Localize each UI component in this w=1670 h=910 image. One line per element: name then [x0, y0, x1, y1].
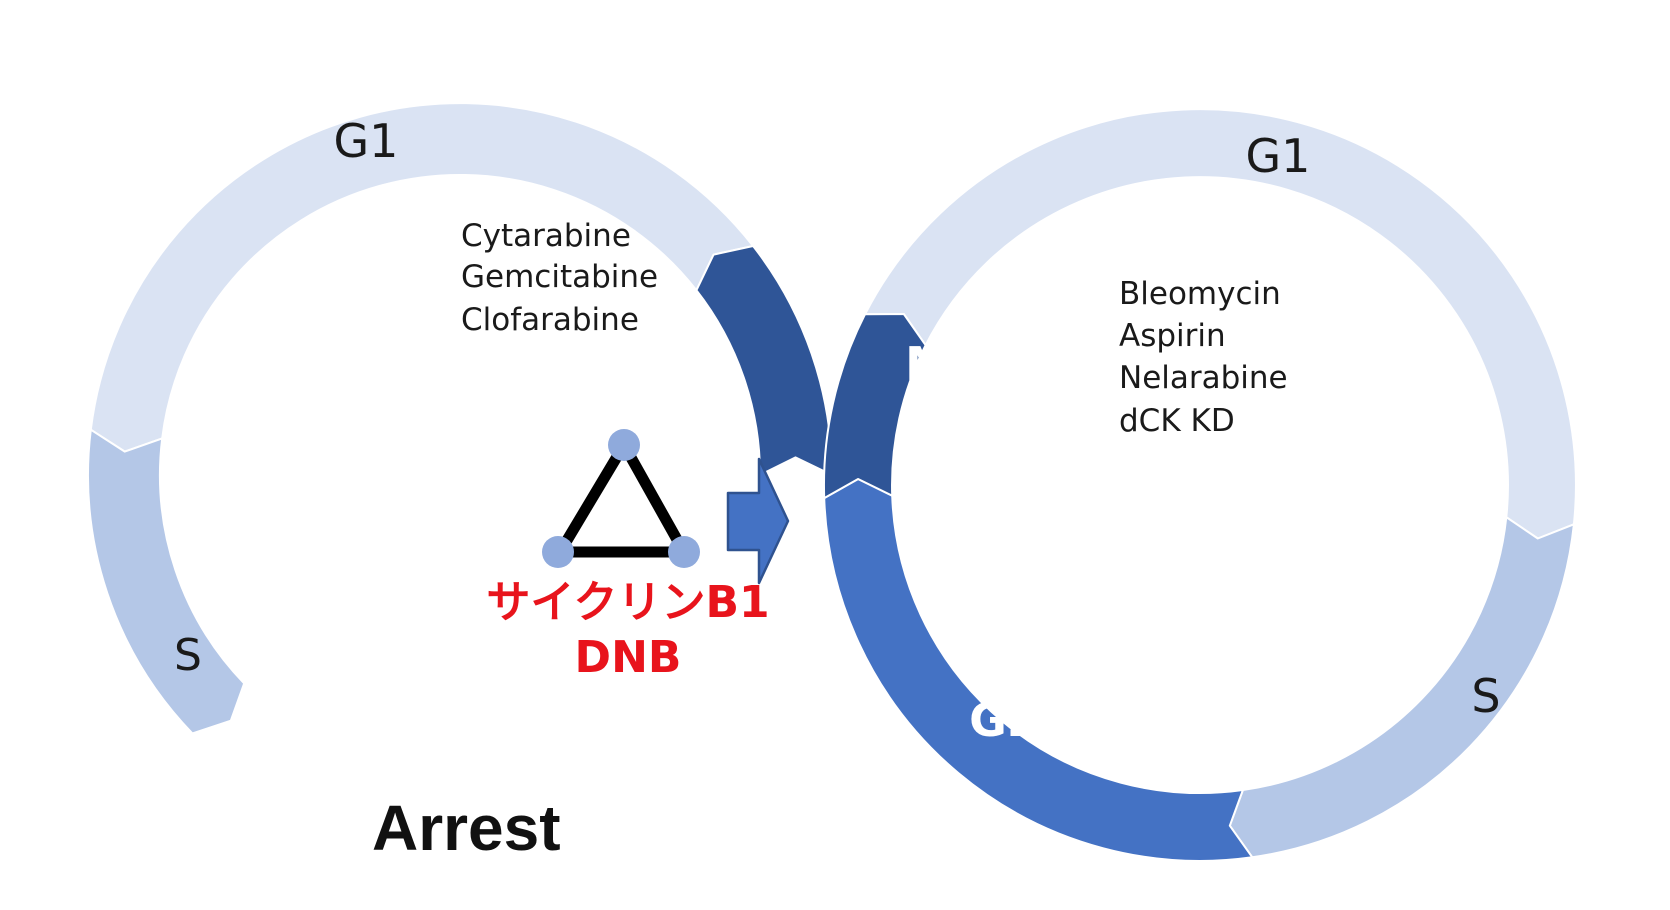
right-drug-list: Bleomycin Aspirin Nelarabine dCK KD [1119, 276, 1288, 439]
right-g2-segment [823, 478, 1254, 862]
left-cell-cycle [87, 102, 833, 735]
network-node [608, 429, 640, 461]
drug-item: Bleomycin [1119, 276, 1281, 312]
dnb-label-line2: DNB [575, 632, 682, 683]
network-node [668, 536, 700, 568]
right-arrow-icon [726, 457, 790, 585]
drug-item: Nelarabine [1119, 360, 1288, 396]
arrest-label: Arrest [372, 792, 561, 864]
drug-item: dCK KD [1119, 403, 1235, 439]
left-drug-list: Cytarabine Gemcitabine Clofarabine [461, 218, 658, 338]
right-s-label: S [1471, 669, 1500, 723]
right-m-label: M [905, 337, 951, 391]
network-edge [554, 439, 630, 558]
network-edge [618, 439, 690, 558]
left-s-label: S [174, 630, 202, 681]
drug-item: Gemcitabine [461, 259, 658, 295]
right-cell-cycle [822, 108, 1577, 862]
right-s-segment [1228, 516, 1575, 859]
dnb-label-line1: サイクリンB1 [486, 577, 769, 628]
right-g2-label: G2 [969, 693, 1039, 747]
drug-item: Cytarabine [461, 218, 631, 254]
left-m-segment [695, 245, 833, 476]
left-g1-label: G1 [334, 114, 399, 168]
drug-item: Aspirin [1119, 318, 1226, 354]
right-m-segment [822, 313, 927, 500]
left-s-segment [87, 428, 246, 735]
network-node [542, 536, 574, 568]
triangle-network-icon [542, 429, 700, 568]
drug-item: Clofarabine [461, 302, 639, 338]
right-g1-segment [864, 108, 1577, 540]
right-g1-label: G1 [1246, 129, 1311, 183]
